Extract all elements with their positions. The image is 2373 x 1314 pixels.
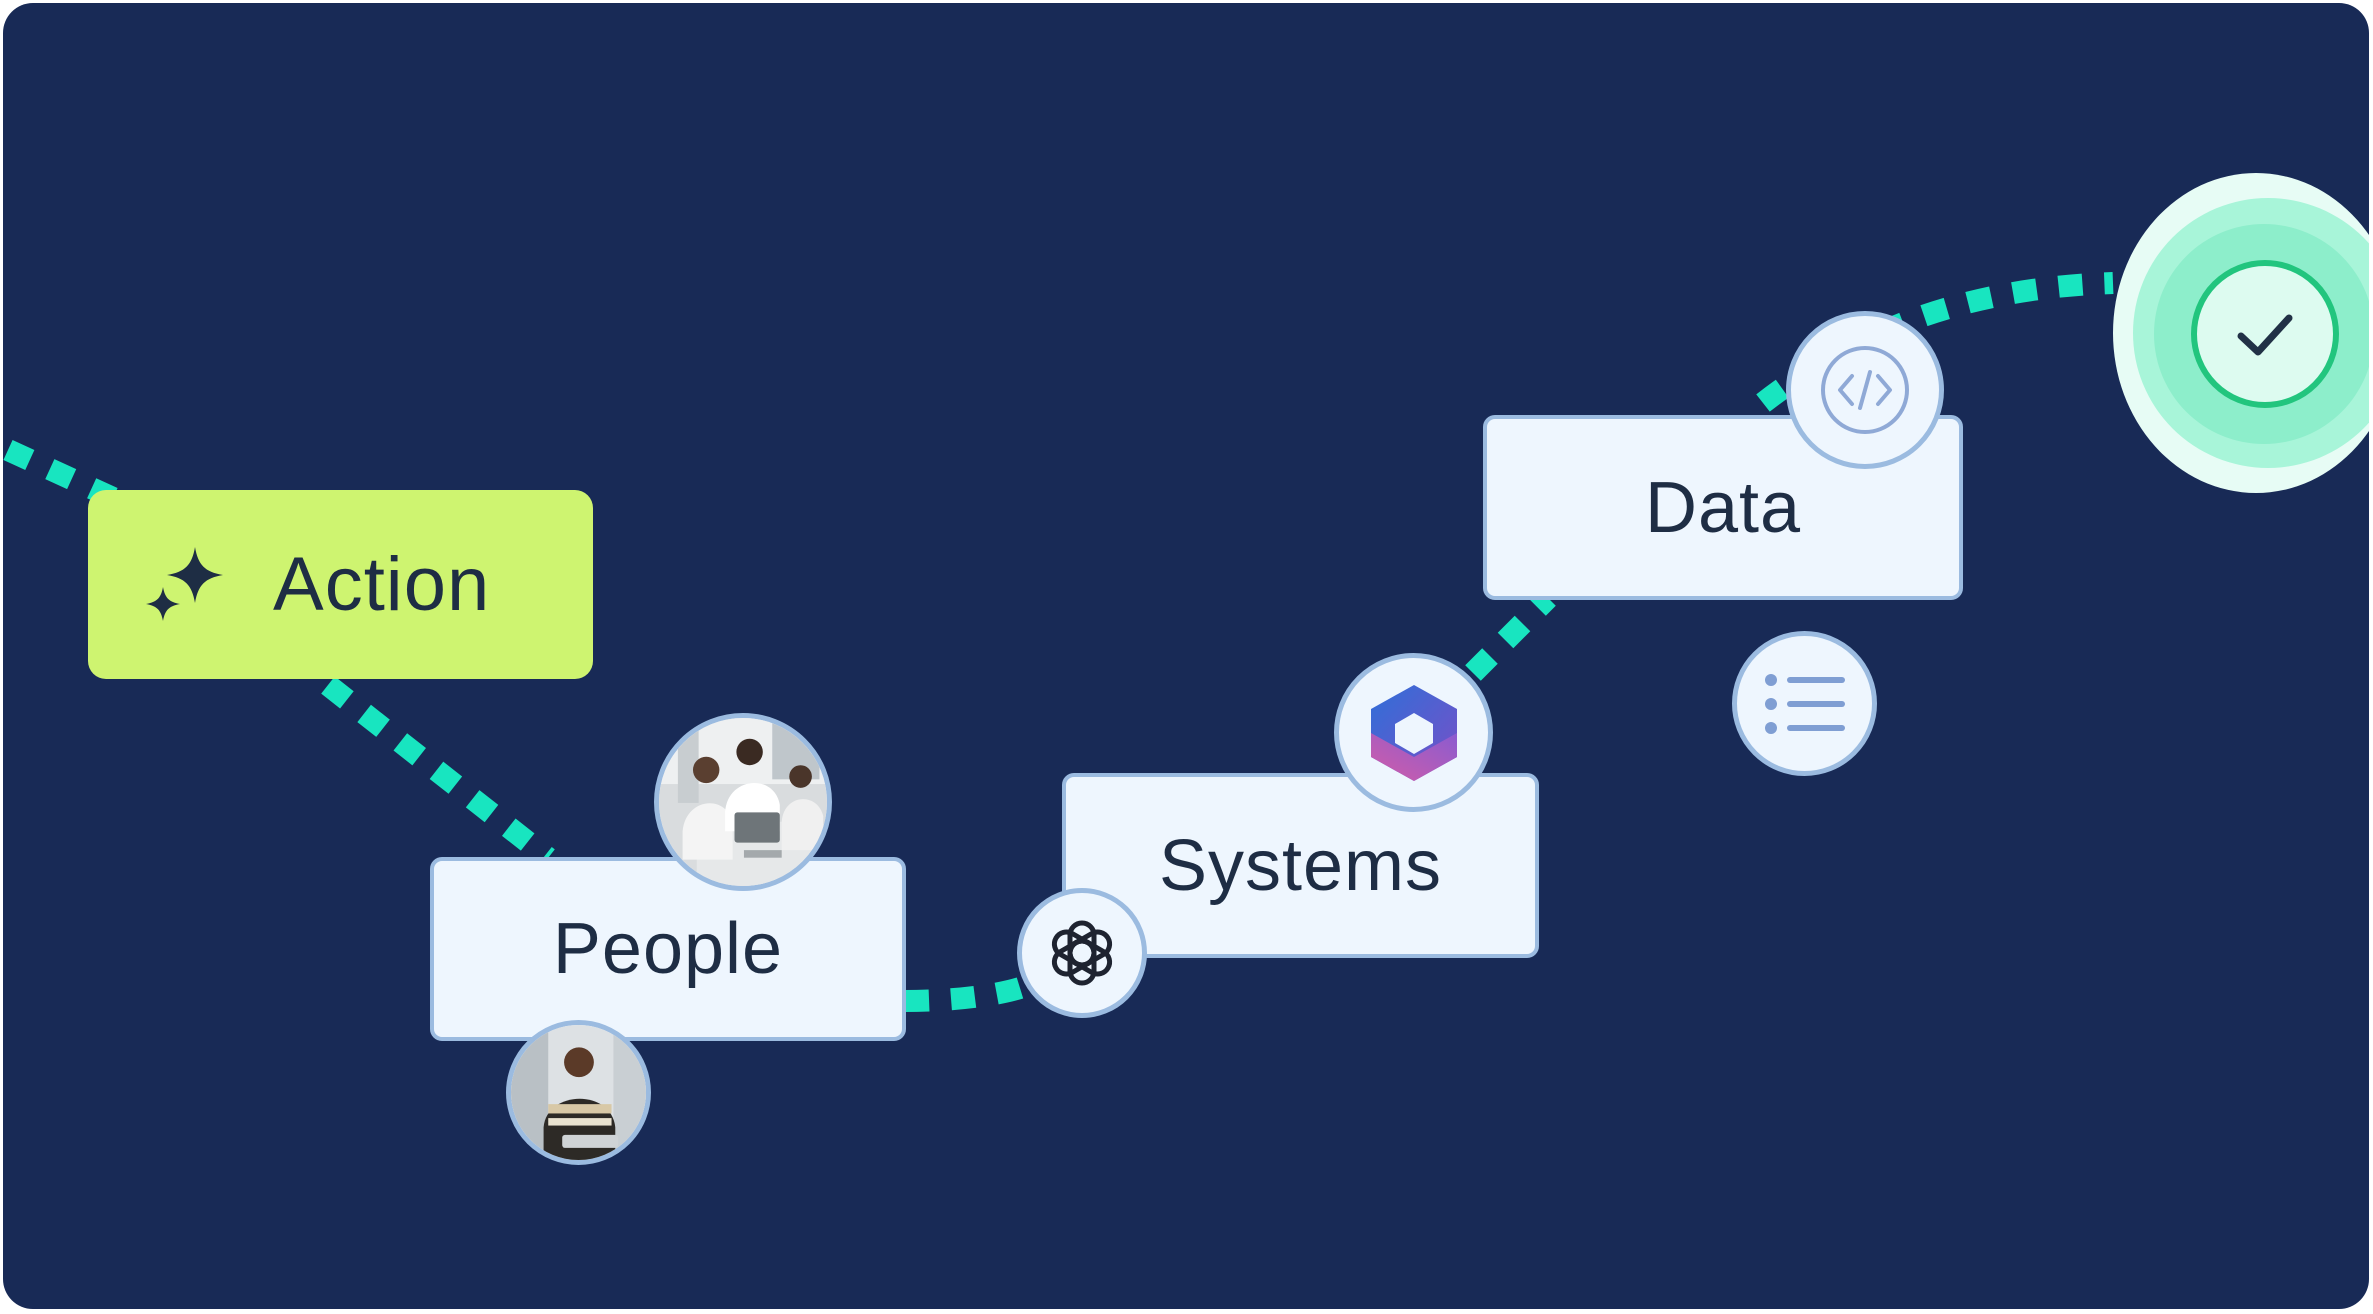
people-node[interactable]: People — [430, 857, 906, 1041]
check-icon[interactable] — [2191, 260, 2339, 408]
systems-label: Systems — [1158, 825, 1443, 906]
action-node[interactable]: Action — [88, 490, 593, 679]
sparkles-icon — [146, 546, 223, 621]
code-icon — [1786, 311, 1944, 469]
action-label: Action — [273, 542, 491, 627]
team-photo — [654, 713, 832, 891]
people-label: People — [552, 909, 784, 989]
openai-icon — [1017, 888, 1147, 1018]
person-photo — [506, 1020, 651, 1165]
connector-path — [3, 272, 2114, 1012]
microsoft-365-icon — [1334, 653, 1493, 812]
diagram-canvas: Action People — [3, 3, 2369, 1309]
list-icon — [1732, 631, 1877, 776]
data-label: Data — [1644, 467, 1802, 548]
